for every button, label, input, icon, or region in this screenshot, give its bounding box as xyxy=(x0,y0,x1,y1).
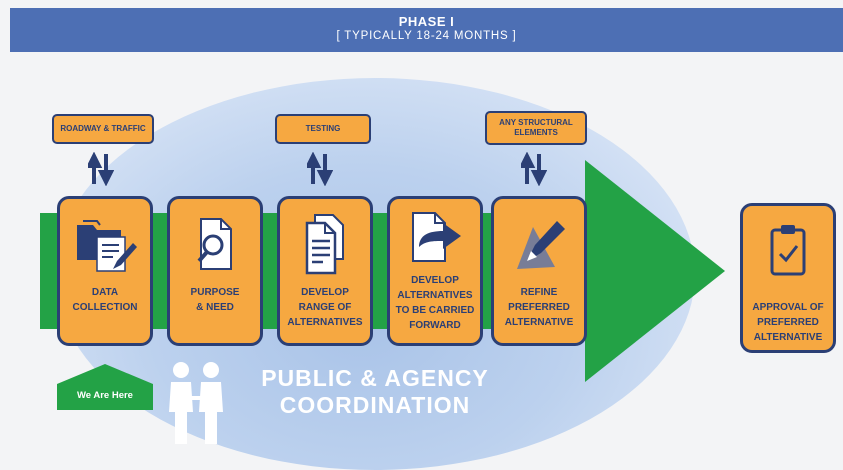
step-label: REFINE PREFERRED ALTERNATIVE xyxy=(496,285,582,330)
step-label: DATA COLLECTION xyxy=(62,285,148,315)
step-label-line: ALTERNATIVE xyxy=(504,317,574,328)
step-label: APPROVAL OF PREFERRED ALTERNATIVE xyxy=(745,300,831,345)
step-label-line: TO BE CARRIED xyxy=(395,305,475,316)
exchange-arrows-icon xyxy=(521,152,547,186)
step-label-line: PREFERRED xyxy=(757,317,819,328)
step-label-line: DATA xyxy=(91,287,119,298)
step-label-line: DEVELOP xyxy=(411,275,459,286)
clipboard-check-icon xyxy=(770,225,806,276)
step-label-line: ALTERNATIVES xyxy=(397,290,473,301)
step-data-collection: DATA COLLECTION xyxy=(57,196,153,346)
step-develop-range: DEVELOP RANGE OF ALTERNATIVES xyxy=(277,196,373,346)
step-label-line: PREFERRED xyxy=(508,302,570,313)
step-approval: APPROVAL OF PREFERRED ALTERNATIVE xyxy=(740,203,836,353)
input-roadway-traffic: ROADWAY & TRAFFIC xyxy=(52,114,154,144)
input-structural-elements: ANY STRUCTURAL ELEMENTS xyxy=(485,111,587,145)
step-label-line: REFINE xyxy=(520,287,558,298)
we-are-here-marker: We Are Here xyxy=(57,362,153,410)
input-label: TESTING xyxy=(305,124,341,133)
coordination-label: PUBLIC & AGENCY COORDINATION xyxy=(225,365,525,419)
folder-document-pencil-icon xyxy=(77,220,137,272)
step-label: DEVELOP RANGE OF ALTERNATIVES xyxy=(282,285,368,330)
input-label-line1: ANY STRUCTURAL xyxy=(499,118,573,127)
input-testing: TESTING xyxy=(275,114,371,144)
step-label-line: APPROVAL OF xyxy=(752,302,824,313)
input-label-line2: ELEMENTS xyxy=(514,128,558,137)
input-label: ROADWAY & TRAFFIC xyxy=(60,124,146,133)
step-label-line: FORWARD xyxy=(409,320,461,331)
document-list-icon xyxy=(305,214,344,275)
we-are-here-label: We Are Here xyxy=(77,390,133,401)
step-label-line: COLLECTION xyxy=(72,302,138,313)
house-marker-icon xyxy=(57,364,153,410)
step-label: DEVELOP ALTERNATIVES TO BE CARRIED FORWA… xyxy=(392,273,478,333)
coordination-line2: COORDINATION xyxy=(279,392,471,418)
people-icon xyxy=(169,362,223,444)
process-diagram: PHASE I [ TYPICALLY 18-24 MONTHS ] ROADW… xyxy=(10,8,843,470)
step-purpose-need: PURPOSE & NEED xyxy=(167,196,263,346)
exchange-arrows-icon xyxy=(88,152,114,186)
step-label-line: RANGE OF xyxy=(298,302,352,313)
step-refine-preferred: REFINE PREFERRED ALTERNATIVE xyxy=(491,196,587,346)
phase-duration: [ TYPICALLY 18-24 MONTHS ] xyxy=(336,30,517,42)
phase-banner: PHASE I [ TYPICALLY 18-24 MONTHS ] xyxy=(10,8,843,52)
document-magnifier-icon xyxy=(197,218,232,270)
step-label-line: ALTERNATIVES xyxy=(287,317,363,328)
document-forward-arrow-icon xyxy=(412,212,461,262)
step-label-line: PURPOSE xyxy=(190,287,240,298)
phase-title: PHASE I xyxy=(398,14,455,29)
step-label-line: ALTERNATIVE xyxy=(753,332,823,343)
pencil-triangle-icon xyxy=(517,221,565,269)
step-label-line: DEVELOP xyxy=(301,287,349,298)
exchange-arrows-icon xyxy=(307,152,333,186)
step-develop-forward: DEVELOP ALTERNATIVES TO BE CARRIED FORWA… xyxy=(387,196,483,346)
coordination-line1: PUBLIC & AGENCY xyxy=(261,365,489,391)
process-arrow-head xyxy=(585,160,725,382)
step-label-line: & NEED xyxy=(196,302,234,313)
step-label: PURPOSE & NEED xyxy=(172,285,258,315)
